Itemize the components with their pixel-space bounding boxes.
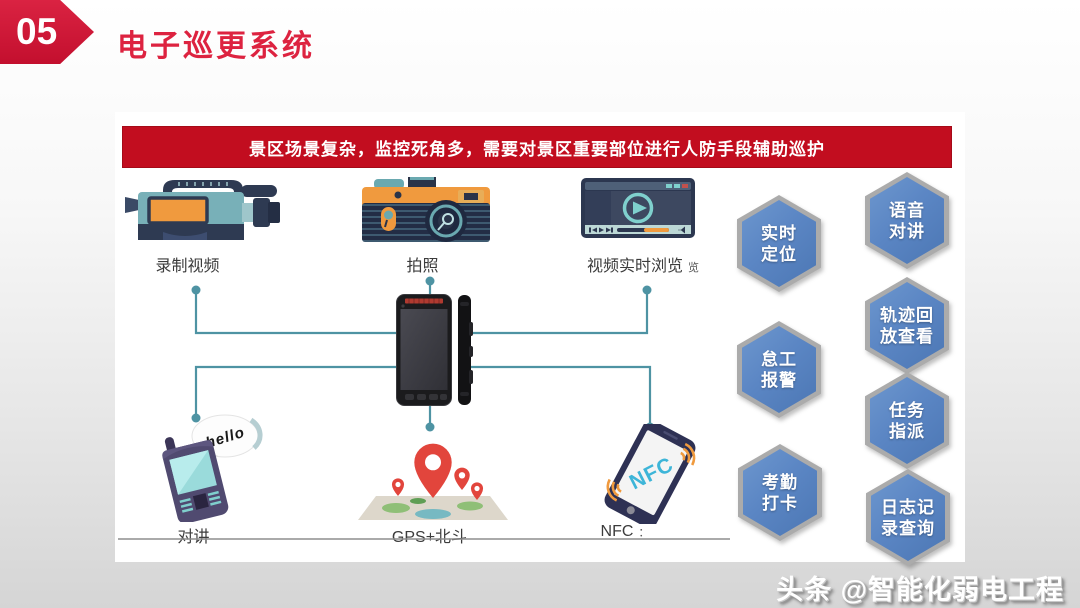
page-title: 电子巡更系统 bbox=[117, 30, 315, 63]
feature-hexagon-track-playback: 轨迹回放查看 bbox=[865, 277, 949, 374]
hexagon-shape: 轨迹回放查看 bbox=[865, 277, 949, 374]
feature-hexagon-idle-alarm: 怠工报警 bbox=[737, 321, 821, 418]
feature-hexagon-attendance: 考勤打卡 bbox=[738, 444, 822, 541]
label-record-video: 录制视频 bbox=[155, 258, 220, 275]
section-number: 05 bbox=[16, 11, 58, 52]
nfc-phone-icon: NFC bbox=[604, 424, 696, 524]
label-live-video: 视频实时浏览览 bbox=[586, 258, 699, 275]
hexagon-shape: 任务指派 bbox=[865, 372, 949, 469]
banner: 景区场景复杂，监控死角多，需要对景区重要部位进行人防手段辅助巡护 bbox=[122, 126, 952, 168]
hexagon-shape: 日志记录查询 bbox=[866, 469, 950, 566]
label-take-photo: 拍照 bbox=[406, 258, 439, 275]
hexagon-shape: 怠工报警 bbox=[737, 321, 821, 418]
video-camera-icon bbox=[125, 180, 280, 240]
label-nfc: NFC： bbox=[600, 523, 650, 540]
handheld-terminal-icon bbox=[396, 294, 473, 406]
feature-hexagon-task-dispatch: 任务指派 bbox=[865, 372, 949, 469]
label-intercom: 对讲 bbox=[116, 523, 276, 547]
feature-hexagon-realtime-location: 实时定位 bbox=[737, 195, 821, 292]
walkie-talkie-icon: hello bbox=[162, 414, 263, 522]
feature-hexagon-log-query: 日志记录查询 bbox=[866, 469, 950, 566]
hexagon-shape: 考勤打卡 bbox=[738, 444, 822, 541]
camera-icon bbox=[362, 177, 490, 242]
feature-hexagon-voice-intercom: 语音对讲 bbox=[865, 172, 949, 269]
video-player-icon bbox=[581, 178, 695, 238]
hexagon-shape: 语音对讲 bbox=[865, 172, 949, 269]
watermark: 头条 @智能化弱电工程 bbox=[776, 575, 1064, 605]
map-pin-icon bbox=[358, 443, 508, 520]
hexagon-shape: 实时定位 bbox=[737, 195, 821, 292]
divider-line bbox=[118, 538, 730, 540]
label-gps-beidou: GPS+北斗 bbox=[352, 523, 512, 547]
banner-text: 景区场景复杂，监控死角多，需要对景区重要部位进行人防手段辅助巡护 bbox=[249, 139, 825, 159]
